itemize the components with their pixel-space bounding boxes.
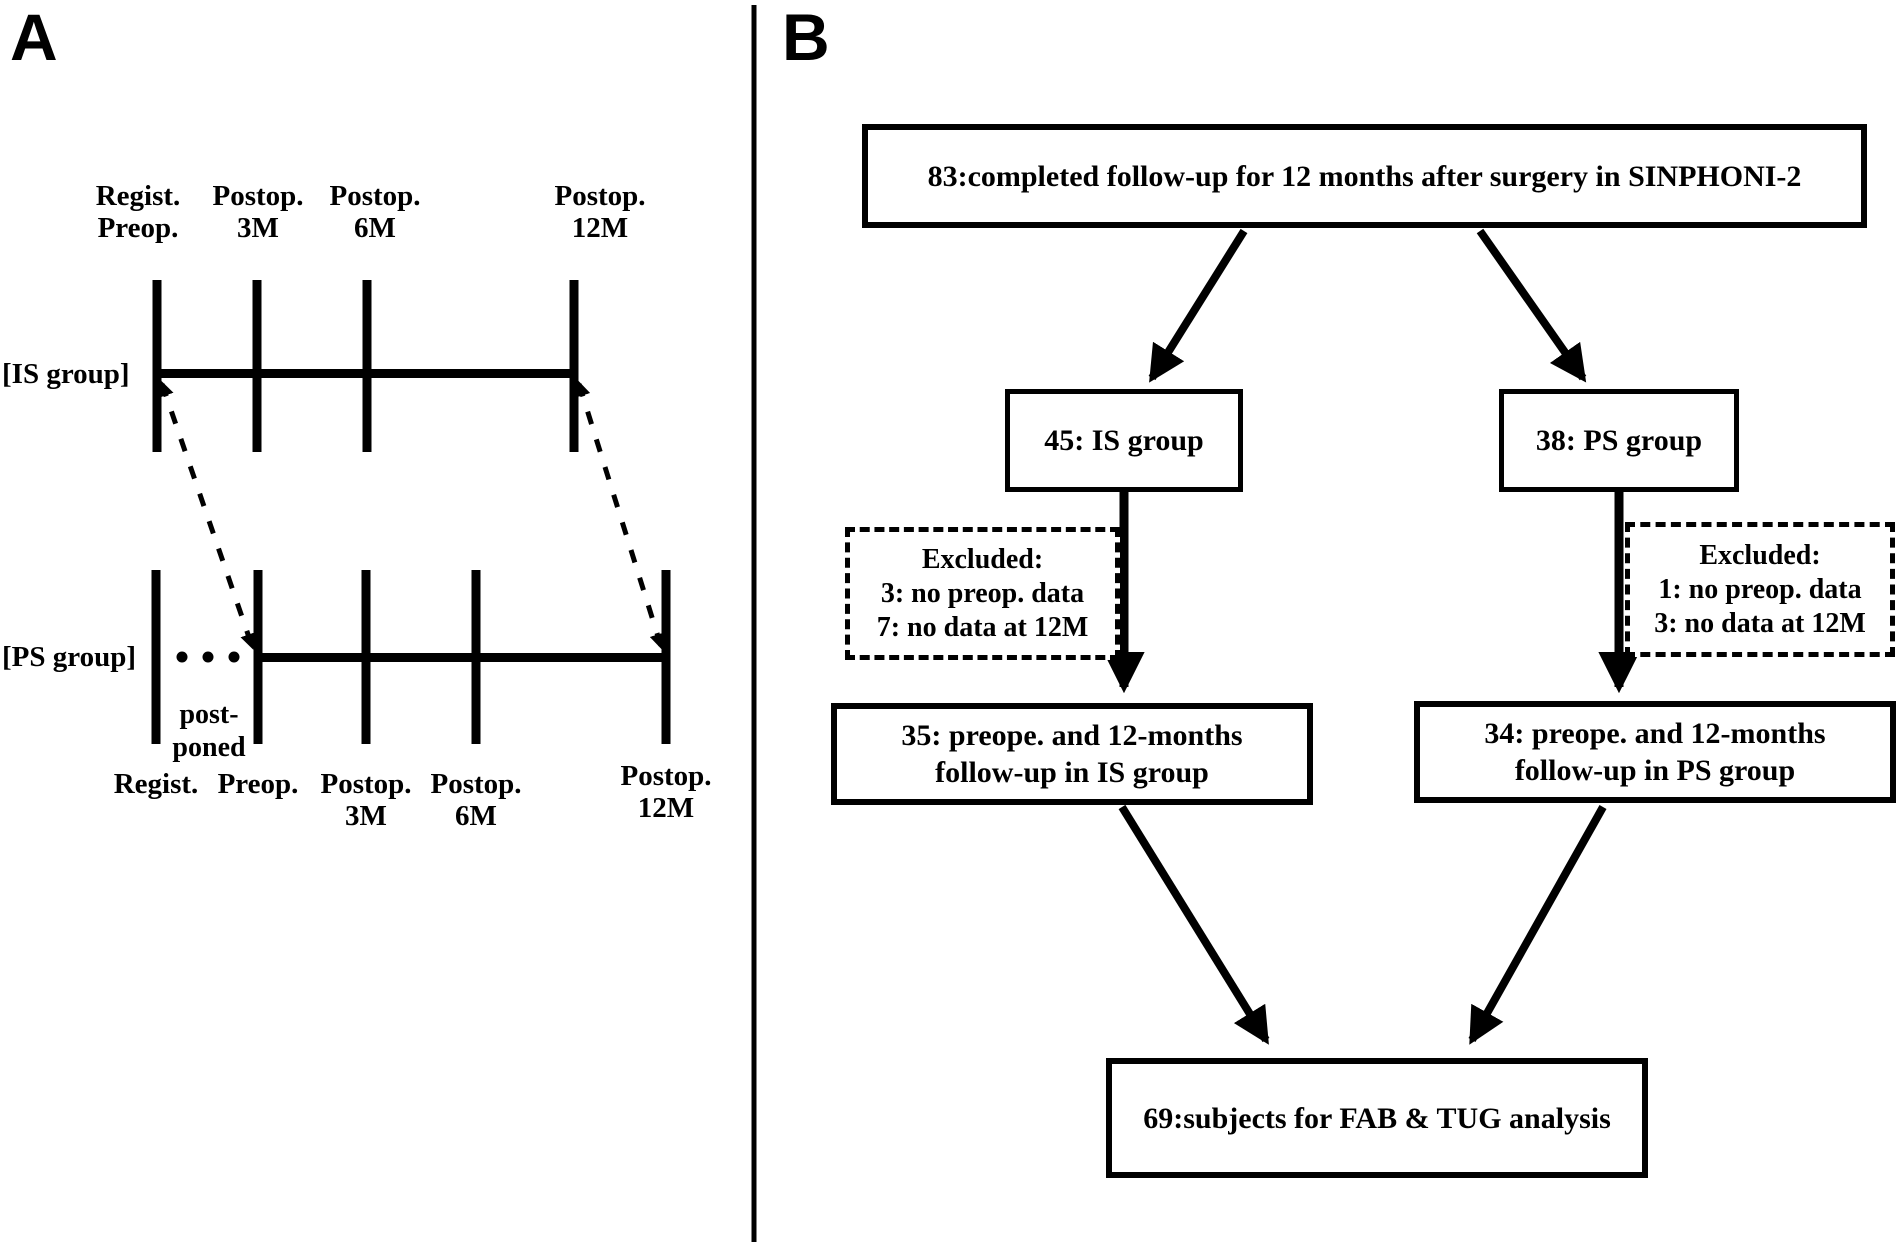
tick-label-line: Postop.	[329, 180, 421, 212]
flow-box-excluded-ps: Excluded: 1: no preop. data 3: no data a…	[1625, 522, 1895, 657]
postponed-line: poned	[172, 732, 246, 763]
flow-box-text: 83:completed follow-up for 12 months aft…	[927, 159, 1802, 193]
tick-label-line: 3M	[237, 212, 279, 244]
flow-box-text: 45: IS group	[1044, 424, 1204, 457]
tick-label-line: Preop.	[217, 768, 299, 800]
flow-box-ps-group: 38: PS group	[1499, 389, 1739, 492]
tick-label-line: 3M	[345, 800, 387, 832]
arrow-total-to-ps-group	[1476, 228, 1587, 383]
is-tick-label-6m: Postop. 6M	[329, 180, 420, 244]
postponed-line: post-	[179, 699, 239, 730]
ps-group-label: [PS group]	[2, 641, 137, 673]
flow-box-followup-is: 35: preope. and 12-months follow-up in I…	[831, 703, 1313, 805]
tick-label-line: Postop.	[430, 768, 522, 800]
tick-label-line: Preop.	[97, 212, 179, 244]
flow-box-total-enrolled: 83:completed follow-up for 12 months aft…	[862, 124, 1867, 228]
tick-label-line: 6M	[455, 800, 497, 832]
panel-a-letter: A	[10, 0, 58, 74]
ps-tick-label-preop: Preop.	[218, 768, 299, 800]
excluded-line: 7: no data at 12M	[876, 611, 1089, 643]
flow-box-line: follow-up in IS group	[935, 756, 1209, 789]
postponed-dot	[228, 651, 240, 663]
arrow-total-to-is-group	[1148, 228, 1248, 383]
flow-box-followup-ps: 34: preope. and 12-months follow-up in P…	[1414, 701, 1896, 803]
tick-label-line: Postop.	[212, 180, 304, 212]
tick-label-line: Regist.	[95, 180, 181, 212]
postponed-dot	[176, 651, 188, 663]
tick-label-line: Postop.	[554, 180, 646, 212]
flow-box-is-group: 45: IS group	[1005, 389, 1243, 492]
arrow-is-followup-to-analysis	[1118, 804, 1270, 1045]
postponed-annotation: post- poned	[172, 698, 245, 764]
is-tick-label-12m: Postop. 12M	[554, 180, 645, 244]
tick-label-line: 6M	[354, 212, 396, 244]
is-tick-label-regist-preop: Regist. Preop.	[96, 180, 181, 244]
tick-label-line: 12M	[571, 212, 629, 244]
excluded-line: 3: no data at 12M	[1654, 607, 1866, 639]
ps-tick-label-12m: Postop. 12M	[620, 760, 711, 824]
arrow-ps-followup-to-analysis	[1468, 805, 1607, 1045]
excluded-line: Excluded:	[1699, 539, 1821, 571]
tick-label-line: Postop.	[620, 760, 712, 792]
flow-box-text: 69:subjects for FAB & TUG analysis	[1143, 1101, 1611, 1135]
excluded-line: 3: no preop. data	[880, 577, 1085, 609]
ps-tick-label-regist: Regist.	[114, 768, 199, 800]
flow-box-line: follow-up in PS group	[1514, 754, 1796, 787]
flow-box-analysis: 69:subjects for FAB & TUG analysis	[1106, 1058, 1648, 1178]
is-group-label: [IS group]	[2, 358, 130, 390]
tick-label-line: Postop.	[320, 768, 412, 800]
flow-box-excluded-is: Excluded: 3: no preop. data 7: no data a…	[845, 527, 1120, 660]
tick-label-line: Regist.	[113, 768, 199, 800]
dashed-arrow-12m-shift	[574, 380, 666, 650]
ps-tick-label-6m: Postop. 6M	[430, 768, 521, 832]
panel-b-letter: B	[782, 0, 830, 74]
excluded-line: Excluded:	[921, 543, 1044, 575]
flow-box-line: 35: preope. and 12-months	[901, 719, 1243, 752]
is-tick-label-3m: Postop. 3M	[212, 180, 303, 244]
ps-tick-label-3m: Postop. 3M	[320, 768, 411, 832]
flow-box-text: 38: PS group	[1535, 424, 1703, 457]
excluded-line: 1: no preop. data	[1658, 573, 1862, 605]
flow-box-line: 34: preope. and 12-months	[1484, 717, 1826, 750]
dashed-arrow-preop-shift	[158, 380, 256, 650]
tick-label-line: 12M	[637, 792, 695, 824]
postponed-dot	[202, 651, 214, 663]
